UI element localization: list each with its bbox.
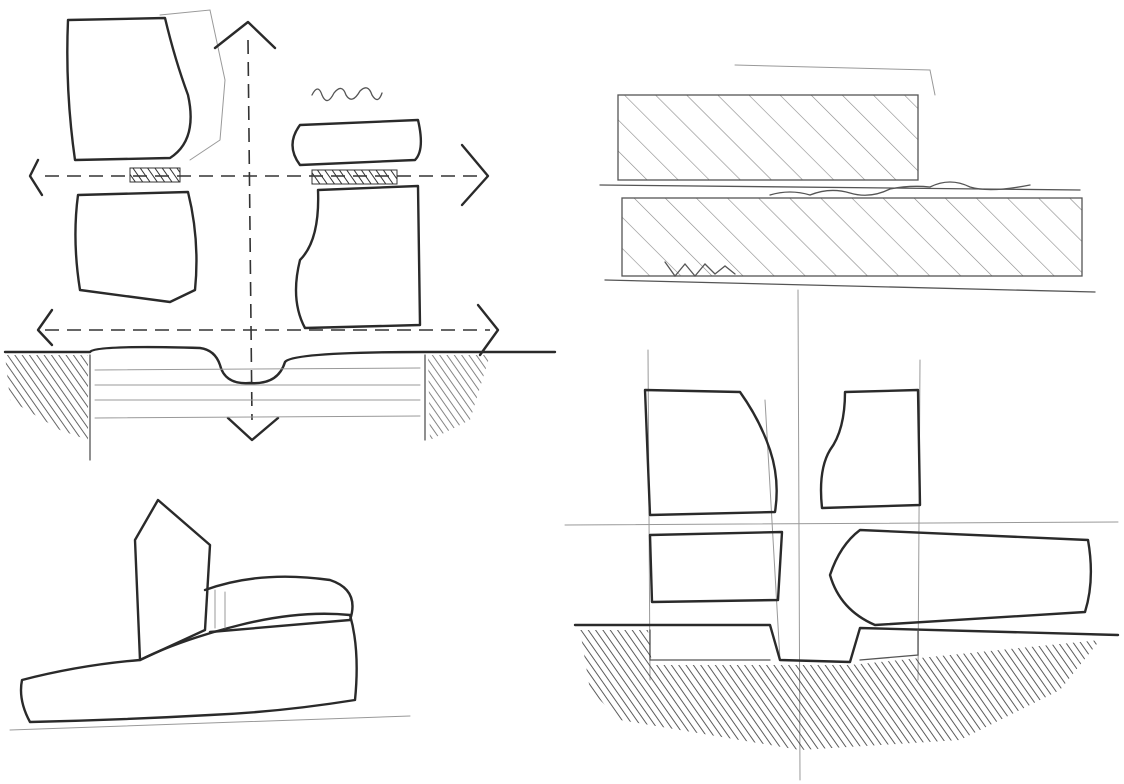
sketch-perspective (9, 498, 411, 731)
sketch-section-diagram (3, 9, 557, 461)
sketch-elevation (599, 64, 1096, 781)
sketch-section-ground (564, 349, 1120, 750)
